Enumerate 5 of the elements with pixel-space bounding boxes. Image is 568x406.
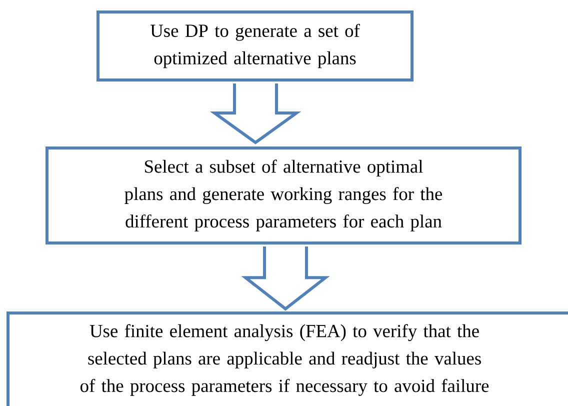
process-box: Use DP to generate a set of optimized alternative plans: [96, 10, 414, 82]
block-arrow: [241, 245, 330, 311]
block-arrow: [210, 82, 302, 144]
process-box: Use finite element analysis (FEA) to verify that the selected plans are applicable and readjust the values of the process parameters if necessary to avoid failure: [6, 312, 568, 406]
process-box: Select a subset of alternative optimal plans and generate working ranges for the different process parameters for each plan: [46, 146, 522, 244]
